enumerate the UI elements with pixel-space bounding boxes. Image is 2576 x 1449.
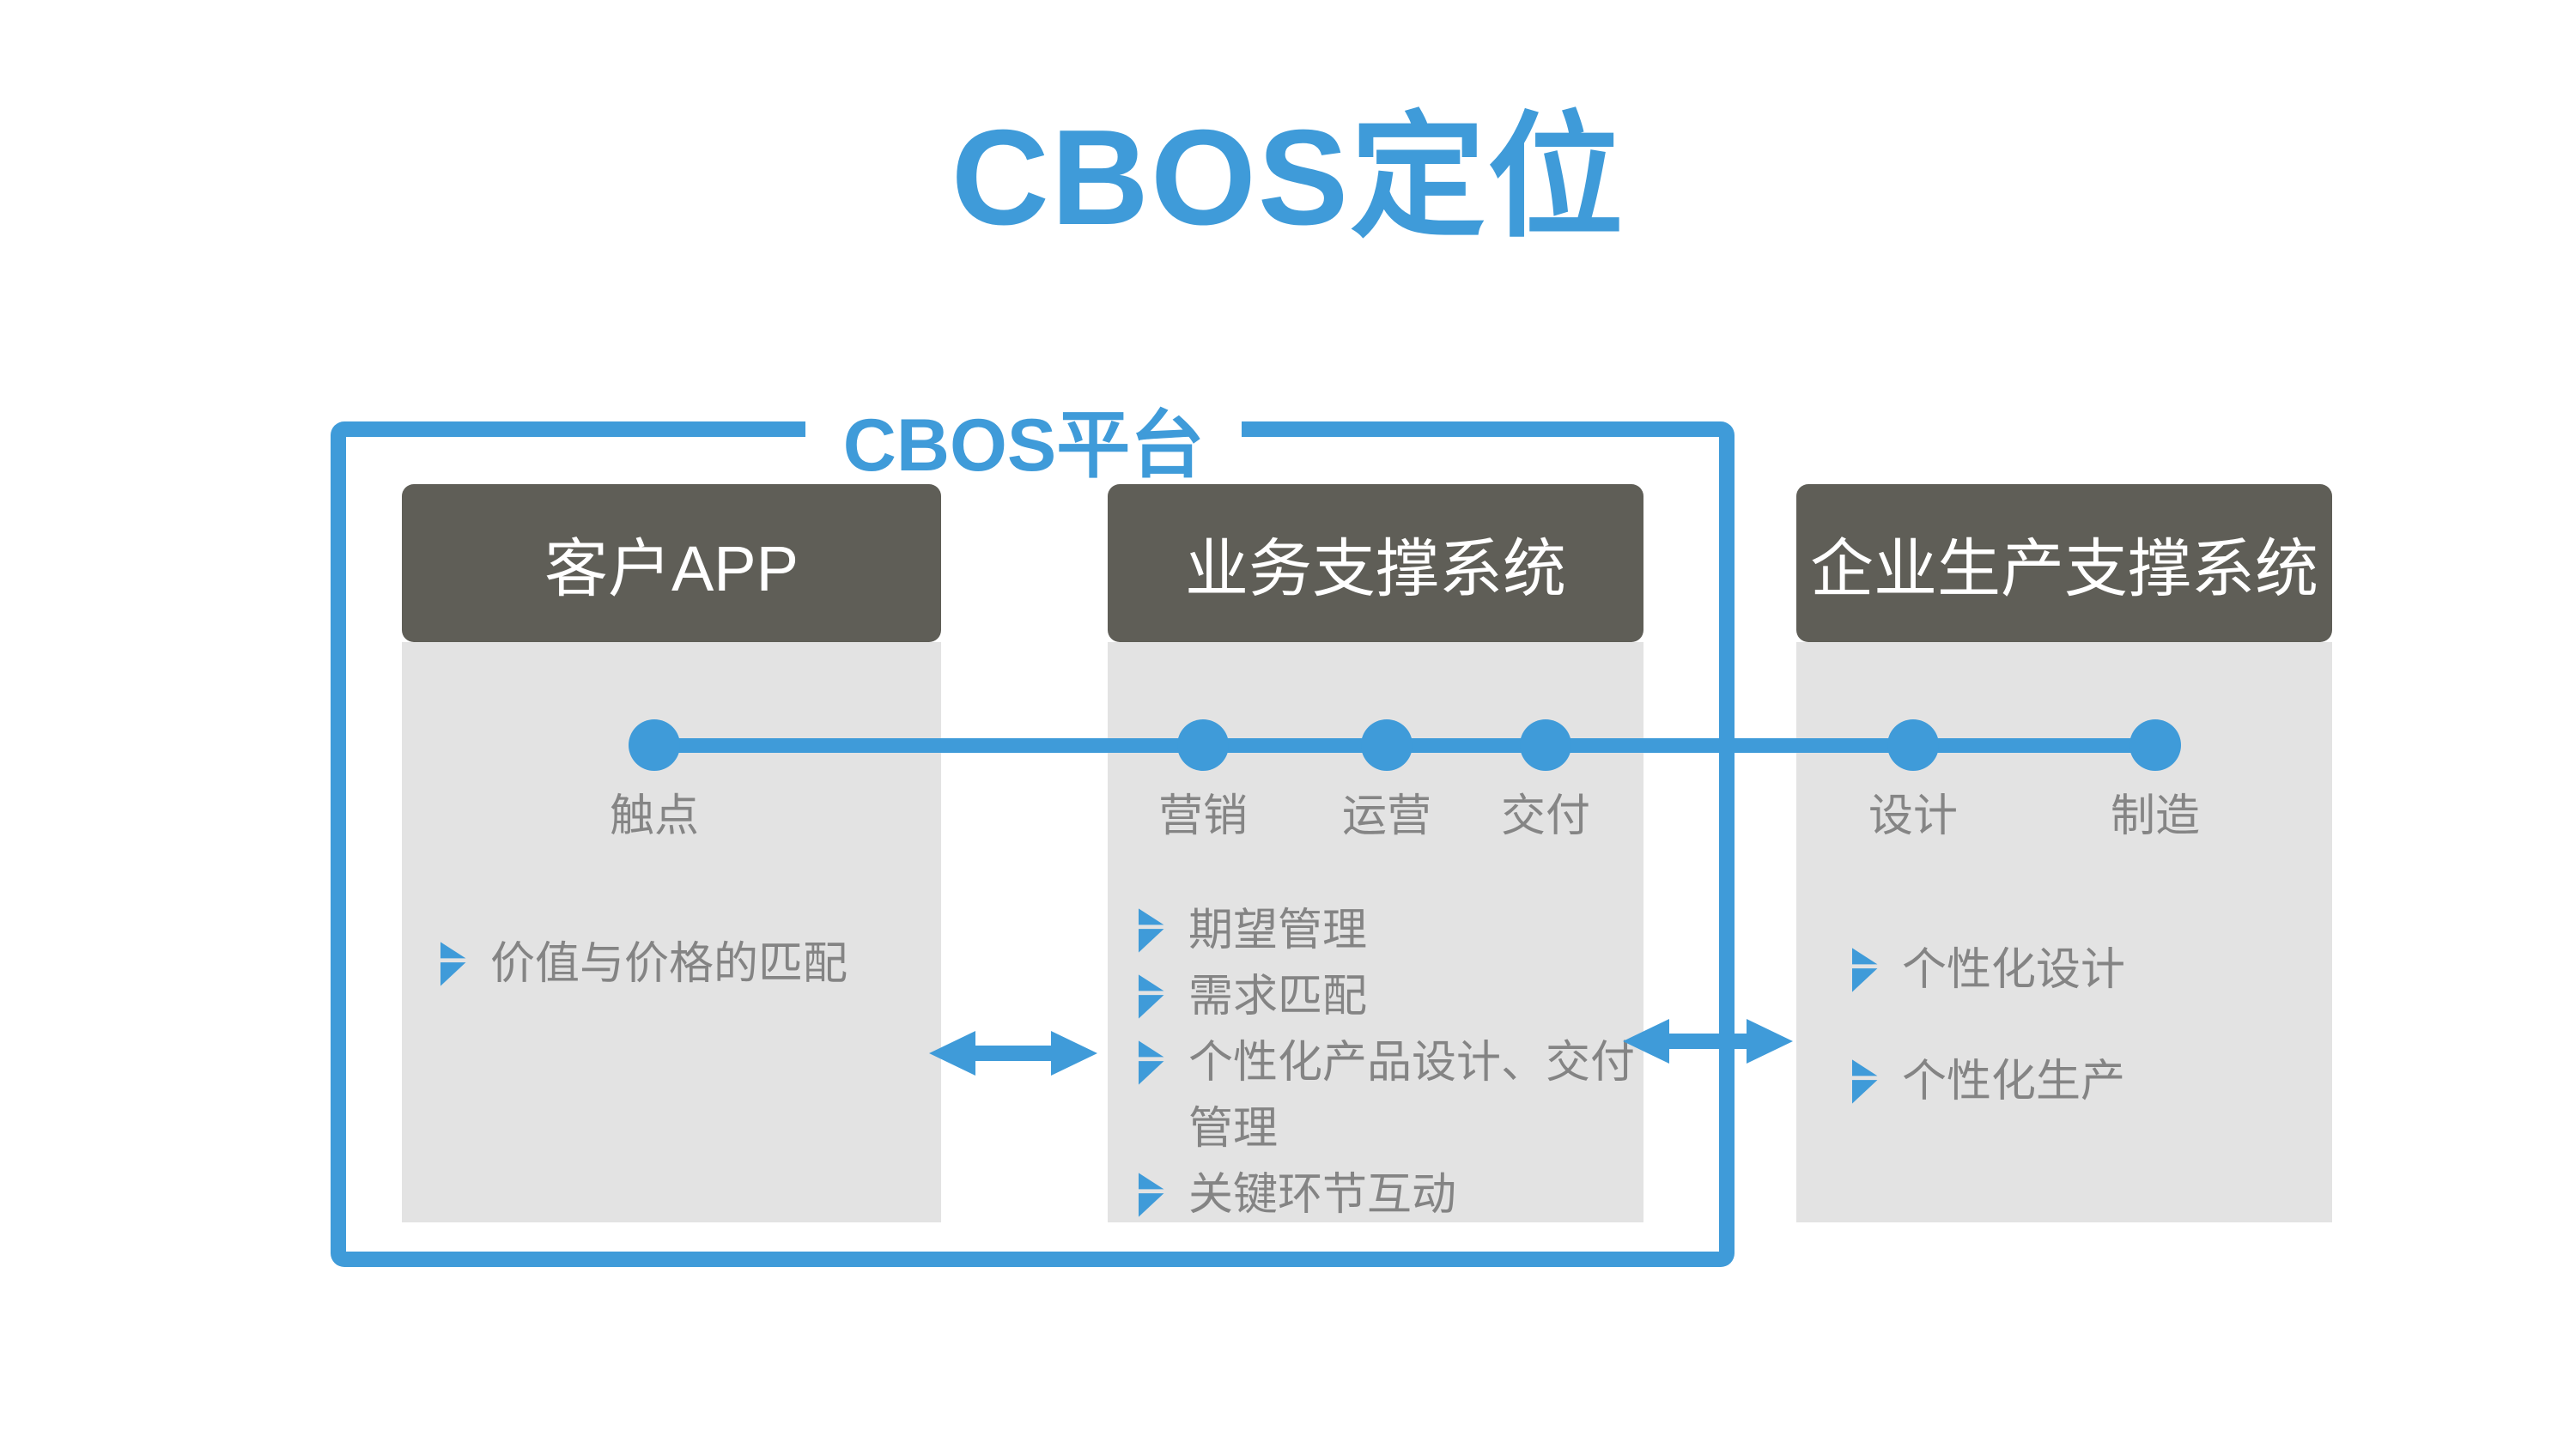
arrow-bullet-icon	[1139, 908, 1164, 953]
timeline-label-operations: 运营	[1341, 791, 1431, 841]
page-title: CBOS定位	[951, 102, 1625, 253]
timeline-dot-marketing	[1177, 719, 1229, 771]
cbos-platform-box	[331, 421, 1735, 1267]
column-header-enterprise-production: 企业生产支撑系统	[1796, 484, 2332, 642]
list-item: 关键环节互动	[1139, 1162, 1642, 1228]
bullet-text: 价值与价格的匹配	[490, 939, 848, 989]
timeline-dot-design	[1887, 719, 1939, 771]
timeline-dot-touchpoint	[629, 719, 680, 771]
list-item: 价值与价格的匹配	[440, 934, 848, 994]
timeline-dot-operations	[1361, 719, 1413, 771]
column-header-business-support: 业务支撑系统	[1108, 484, 1643, 642]
list-item: 个性化生产	[1852, 1052, 2125, 1112]
timeline-label-touchpoint: 触点	[609, 791, 699, 841]
arrow-bullet-icon	[1139, 1173, 1164, 1217]
column-header-customer-app: 客户APP	[402, 484, 941, 642]
double-arrow-app-to-business-icon	[929, 1031, 1097, 1076]
list-item: 个性化设计	[1852, 940, 2125, 1000]
arrow-bullet-icon	[1139, 1040, 1164, 1085]
timeline-label-delivery: 交付	[1500, 791, 1590, 841]
timeline-dot-delivery	[1520, 719, 1571, 771]
bullet-text: 个性化设计	[1902, 945, 2126, 995]
arrow-bullet-icon	[440, 942, 466, 986]
customer-app-bullet-list: 价值与价格的匹配	[440, 934, 848, 994]
business-support-bullet-list: 期望管理 需求匹配 个性化产品设计、交付管理 关键环节互动	[1139, 898, 1642, 1228]
bullet-text: 个性化产品设计、交付管理	[1188, 1038, 1636, 1154]
double-arrow-business-to-production-icon	[1623, 1019, 1793, 1064]
bullet-text: 需求匹配	[1188, 972, 1368, 1022]
list-item: 需求匹配	[1139, 964, 1642, 1030]
arrow-bullet-icon	[1852, 1059, 1878, 1104]
bullet-text: 关键环节互动	[1188, 1170, 1457, 1220]
bullet-text: 个性化生产	[1902, 1057, 2126, 1106]
timeline-dot-manufacturing	[2129, 719, 2181, 771]
list-item: 期望管理	[1139, 898, 1642, 964]
cbos-platform-border-gap	[805, 415, 1242, 453]
cbos-platform-label: CBOS平台	[842, 404, 1205, 487]
timeline-label-design: 设计	[1868, 791, 1958, 841]
arrow-bullet-icon	[1139, 974, 1164, 1019]
timeline-label-marketing: 营销	[1157, 791, 1248, 841]
timeline-label-manufacturing: 制造	[2110, 791, 2200, 841]
enterprise-production-bullet-list: 个性化设计 个性化生产	[1852, 940, 2125, 1163]
bullet-text: 期望管理	[1188, 906, 1368, 955]
list-item: 个性化产品设计、交付管理	[1139, 1030, 1642, 1162]
arrow-bullet-icon	[1852, 948, 1878, 992]
